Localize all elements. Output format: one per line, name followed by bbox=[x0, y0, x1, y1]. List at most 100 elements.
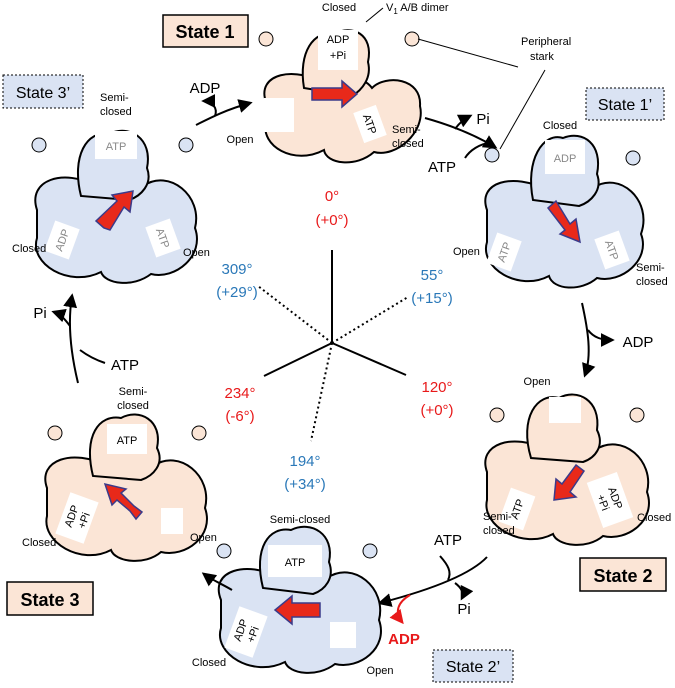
release-adp-right: ADP bbox=[623, 334, 654, 351]
state-3p-stalk-right bbox=[178, 137, 194, 153]
angle-55-rel: (+15°) bbox=[411, 290, 452, 307]
state-3p-top-slot bbox=[95, 131, 137, 159]
state-3p-conf-open: Open bbox=[183, 247, 210, 259]
state-1-stalk-left bbox=[258, 31, 274, 47]
state-3-rotor-arrow bbox=[103, 482, 144, 521]
state-3-right-slot bbox=[161, 508, 183, 534]
release-adp-top: ADP bbox=[190, 80, 221, 97]
state-1-label-box bbox=[162, 14, 249, 48]
arrow-state2-to-2p bbox=[377, 556, 488, 607]
state-3p-rotor-arrow bbox=[94, 190, 134, 231]
state-3p-label-box bbox=[2, 74, 84, 109]
angle-194: 194° bbox=[289, 453, 320, 470]
state-1-top-slot bbox=[318, 30, 358, 70]
state-2p-right-slot bbox=[330, 622, 356, 648]
state-1-conf-open: Open bbox=[227, 134, 254, 146]
state-1-rotor-arrow bbox=[311, 79, 359, 109]
state-3-stalk-right bbox=[191, 425, 207, 441]
state-2-label-box bbox=[579, 557, 667, 592]
angle-234: 234° bbox=[224, 385, 255, 402]
state-1p-stalk-right bbox=[625, 150, 641, 166]
state-3p-ligand-atp-top: ATP bbox=[106, 141, 127, 153]
state-1-label: State 1 bbox=[175, 22, 234, 42]
release-pi-top: Pi bbox=[476, 111, 489, 128]
state-2p-conf-semi-closed: Semi-closed bbox=[270, 514, 331, 526]
state-2-stalk-right bbox=[629, 407, 645, 423]
state-1-conf-semi: Semi- bbox=[392, 124, 421, 136]
state-2p-ligand-pi: +Pi bbox=[245, 625, 262, 644]
state-2-conf-open: Open bbox=[524, 376, 551, 388]
state-2-conf-semi: Semi- bbox=[483, 511, 512, 523]
state-1p-label-box bbox=[585, 87, 665, 121]
state-3-conf-closed-lc: closed bbox=[117, 400, 149, 412]
state-2-label: State 2 bbox=[593, 566, 652, 586]
state-2p-conf-closed: Closed bbox=[192, 657, 226, 669]
axis-194 bbox=[310, 342, 333, 442]
state-1-ligand-adp: ADP bbox=[327, 34, 350, 46]
arrow-state2p-to-3 bbox=[201, 572, 233, 591]
peripheral-stalk-label-1: Peripheral bbox=[521, 36, 571, 48]
angle-120: 120° bbox=[421, 379, 452, 396]
state-2-rotor-arrow bbox=[553, 463, 586, 501]
state-1p-ligand-adp: ADP bbox=[554, 153, 577, 165]
state-3-conf-semi: Semi- bbox=[119, 386, 148, 398]
state-3-label-box bbox=[6, 581, 94, 616]
axis-309 bbox=[257, 285, 333, 344]
state-2p-top-slot bbox=[268, 545, 322, 577]
arrow-state3p-to-1 bbox=[195, 99, 253, 126]
state-3-top-slot bbox=[107, 424, 147, 454]
state-3p-stalk-left bbox=[31, 137, 47, 153]
peripheral-stalk-label-2: stark bbox=[530, 51, 554, 63]
angle-194-rel: (+34°) bbox=[284, 476, 325, 493]
state-2p-stalk-right bbox=[362, 543, 378, 559]
state-2p-ligand-atp: ATP bbox=[285, 557, 306, 569]
state-2p-conf-open: Open bbox=[367, 665, 394, 677]
state-1p-conf-open: Open bbox=[453, 246, 480, 258]
angle-labels: 0° (+0°) 55° (+15°) 120° (+0°) 194° (+34… bbox=[216, 188, 453, 493]
state-3p-conf-semi: Semi- bbox=[100, 92, 129, 104]
release-adp-bottom: ADP bbox=[388, 631, 420, 648]
state-1p-top-slot bbox=[545, 140, 585, 174]
state-1p-conf-closed-lc: closed bbox=[636, 276, 668, 288]
state-2p-label: State 2’ bbox=[446, 659, 500, 676]
arrow-state1p-to-2 bbox=[581, 302, 596, 378]
state-2p-rotor-arrow bbox=[273, 594, 321, 626]
axis-55 bbox=[331, 296, 409, 344]
release-pi-bottom: Pi bbox=[457, 601, 470, 618]
state-1p-rotor-arrow bbox=[546, 199, 581, 244]
bind-atp-top: ATP bbox=[428, 159, 456, 176]
state-3-ligand-atp: ATP bbox=[117, 435, 138, 447]
state-3-stalk-left bbox=[47, 425, 63, 441]
state-2p-label-box bbox=[432, 649, 514, 683]
state-1-stalk-right bbox=[404, 31, 420, 47]
state-3-label: State 3 bbox=[20, 590, 79, 610]
state-3-conf-open: Open bbox=[190, 532, 217, 544]
state-3-ligand-pi: +Pi bbox=[76, 511, 93, 530]
angle-0: 0° bbox=[325, 188, 339, 205]
bind-atp-left: ATP bbox=[111, 357, 139, 374]
angle-309: 309° bbox=[221, 261, 252, 278]
angle-0-rel: (+0°) bbox=[315, 212, 348, 229]
state-3p-label: State 3’ bbox=[16, 85, 70, 102]
state-2-ligand-pi: +Pi bbox=[594, 493, 611, 512]
state-1p-conf-semi: Semi- bbox=[636, 262, 665, 274]
state-1p-conf-closed: Closed bbox=[543, 120, 577, 132]
state-1-left-slot bbox=[264, 98, 294, 132]
release-pi-left: Pi bbox=[33, 305, 46, 322]
state-1-conf-closed-lc: closed bbox=[392, 138, 424, 150]
state-2-top-slot bbox=[549, 397, 581, 423]
angle-234-rel: (-6°) bbox=[225, 408, 254, 425]
state-2-conf-closed: Closed bbox=[637, 512, 671, 524]
state-3-conf-closed: Closed bbox=[22, 537, 56, 549]
state-2-conf-closed-lc: closed bbox=[483, 525, 515, 537]
arrow-state3-to-3p bbox=[63, 293, 79, 384]
state-1-ligand-pi: +Pi bbox=[330, 50, 346, 62]
axis-120 bbox=[331, 342, 407, 376]
state-3p-conf-closed-lc: closed bbox=[100, 106, 132, 118]
rotation-axes bbox=[257, 250, 409, 442]
angle-120-rel: (+0°) bbox=[420, 402, 453, 419]
v1-dimer-label: V1 A/B dimer bbox=[386, 2, 449, 16]
state-1-conf-closed: Closed bbox=[322, 2, 356, 14]
